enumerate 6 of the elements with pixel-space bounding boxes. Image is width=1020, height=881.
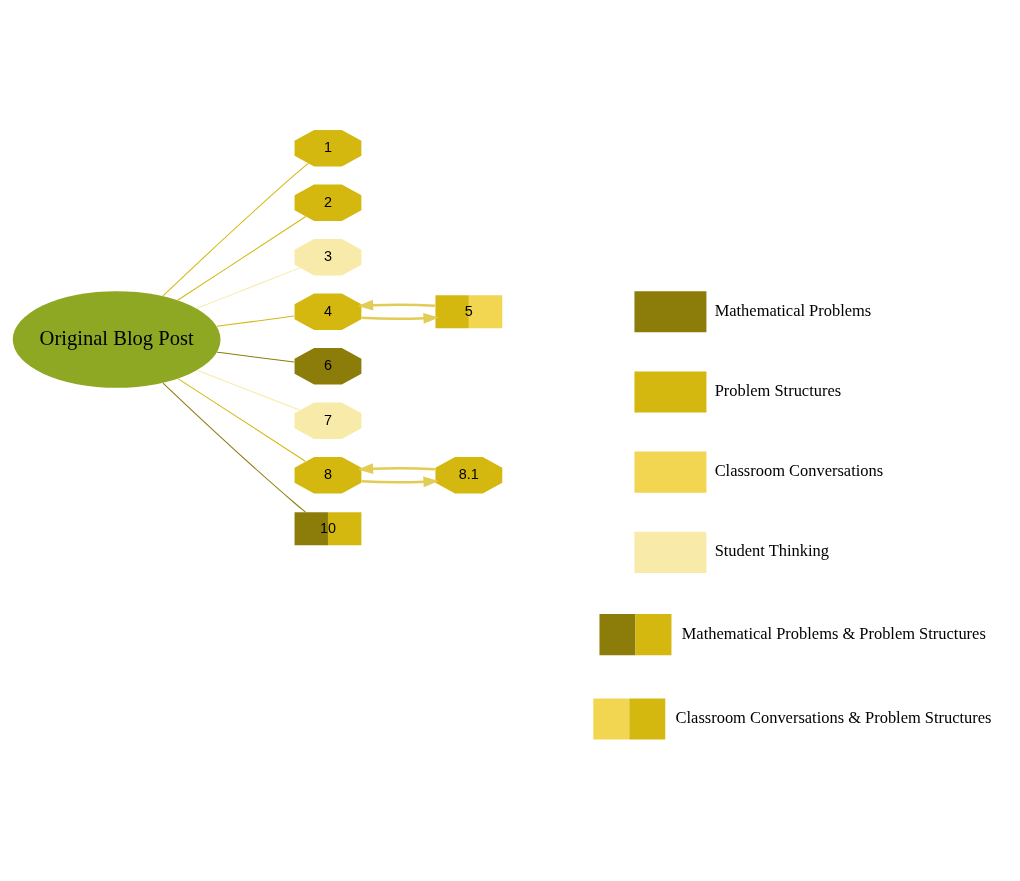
legend-label: Mathematical Problems [714, 300, 872, 320]
legend-label: Problem Structures [714, 380, 842, 400]
legend-label: Student Thinking [714, 540, 829, 560]
legend-label: Mathematical Problems & Problem Structures [681, 623, 986, 643]
legend-label: Classroom Conversations [714, 460, 884, 480]
legend-label: Classroom Conversations & Problem Structures [675, 707, 992, 727]
